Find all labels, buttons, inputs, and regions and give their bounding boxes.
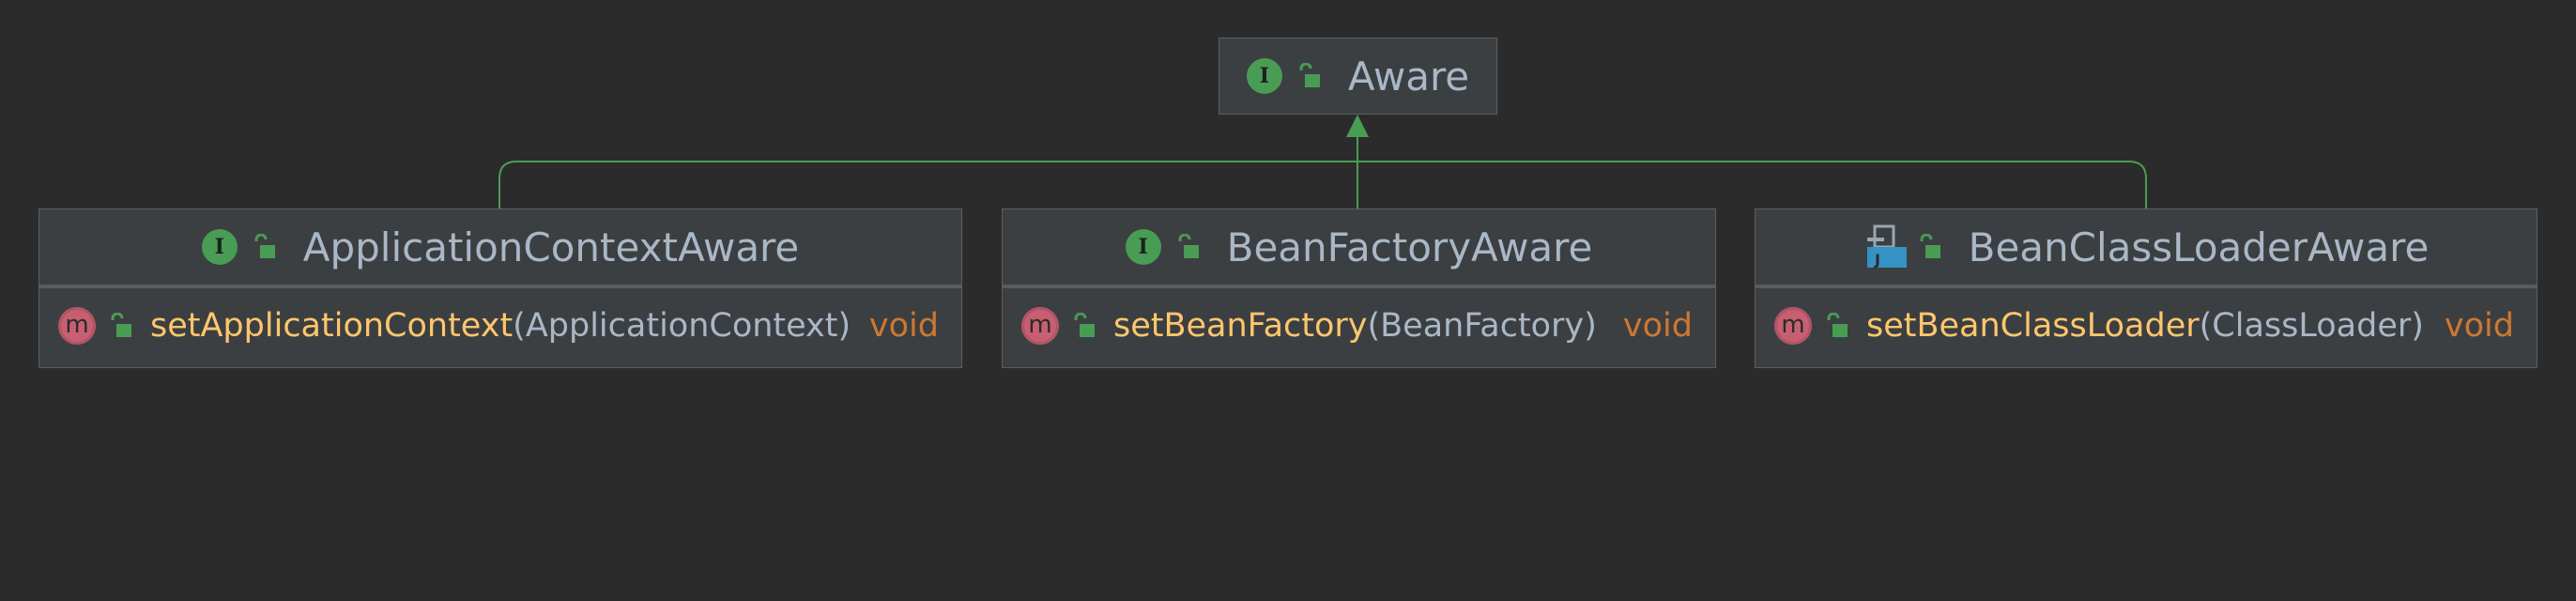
node-title: BeanClassLoaderAware [1968, 223, 2430, 270]
node-application-context-aware[interactable]: I ApplicationContextAware m setApplicati… [38, 208, 962, 368]
public-lock-icon [111, 313, 131, 337]
method-icon: m [1774, 307, 1812, 345]
method-icon: m [58, 307, 96, 345]
method-name: setBeanClassLoader [1866, 307, 2200, 345]
method-params: (ApplicationContext) [513, 307, 851, 345]
edge-bean-class-loader-aware [1357, 161, 2147, 208]
java-file-icon: J [1866, 224, 1907, 269]
method-name: setApplicationContext [150, 307, 514, 345]
node-title: ApplicationContextAware [302, 223, 800, 270]
public-lock-icon [1827, 313, 1848, 337]
node-aware-header: I Aware [1219, 39, 1496, 114]
node-title: BeanFactoryAware [1226, 223, 1593, 270]
method-return-type: void [1622, 307, 1693, 345]
svg-text:J: J [1874, 251, 1880, 269]
interface-icon: I [201, 229, 238, 265]
node-bean-class-loader-aware[interactable]: J BeanClassLoaderAware m setBeanClassLoa… [1755, 208, 2538, 368]
node-aware[interactable]: I Aware [1219, 38, 1497, 115]
public-lock-icon [1178, 234, 1199, 258]
method-row[interactable]: m setBeanClassLoader (ClassLoader) void [1756, 288, 2537, 363]
node-header: J BeanClassLoaderAware [1756, 209, 2537, 288]
interface-icon: I [1246, 58, 1282, 94]
method-return-type: void [868, 307, 939, 345]
public-lock-icon [254, 234, 275, 258]
method-icon: m [1021, 307, 1059, 345]
method-params: (BeanFactory) [1367, 307, 1597, 345]
public-lock-icon [1074, 313, 1095, 337]
node-title: Aware [1347, 53, 1470, 100]
edge-application-context-aware [498, 122, 1358, 208]
inheritance-arrowhead [1346, 115, 1369, 137]
node-header: I ApplicationContextAware [39, 209, 961, 288]
method-return-type: void [2444, 307, 2514, 345]
public-lock-icon [1299, 63, 1320, 87]
method-params: (ClassLoader) [2199, 307, 2424, 345]
method-name: setBeanFactory [1113, 307, 1368, 345]
method-row[interactable]: m setApplicationContext (ApplicationCont… [39, 288, 961, 363]
node-bean-factory-aware[interactable]: I BeanFactoryAware m setBeanFactory (Bea… [1002, 208, 1716, 368]
public-lock-icon [1920, 234, 1940, 258]
interface-icon: I [1125, 229, 1161, 265]
node-header: I BeanFactoryAware [1003, 209, 1715, 288]
method-row[interactable]: m setBeanFactory (BeanFactory) void [1003, 288, 1715, 363]
